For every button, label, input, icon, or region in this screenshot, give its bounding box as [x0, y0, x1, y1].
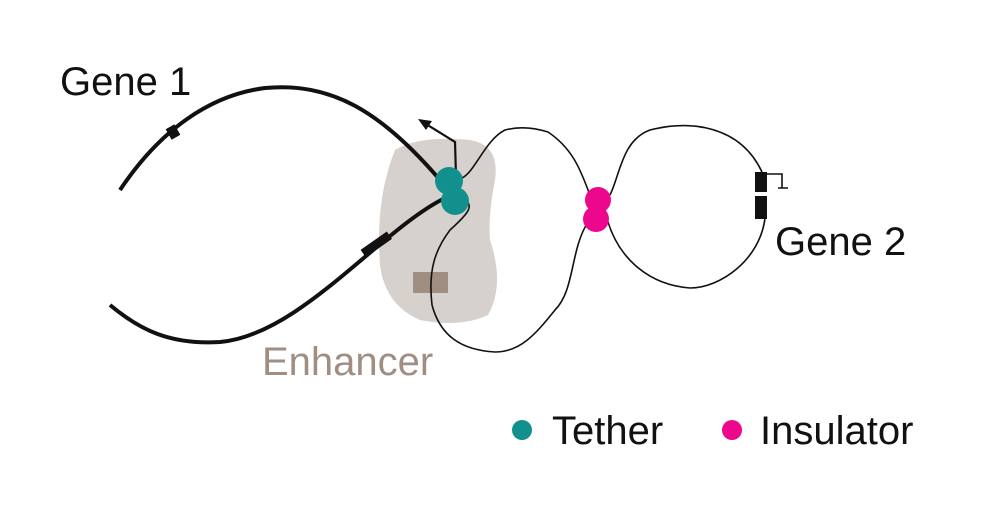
legend-tether-label: Tether: [552, 409, 664, 453]
thin-chromatin: [430, 124, 766, 353]
gene2-label: Gene 2: [775, 220, 907, 264]
gene1-chromatin-lower: [108, 196, 446, 345]
arrowhead-icon: [418, 119, 432, 130]
legend-tether-dot: [512, 420, 532, 440]
gene2-block: [755, 196, 767, 219]
insulator-protein: [585, 187, 611, 213]
insulator-protein: [583, 206, 609, 232]
gene1-marker: [165, 124, 181, 140]
legend-insulator-label: Insulator: [760, 409, 914, 453]
gene1-label: Gene 1: [60, 60, 192, 104]
gene1-chromatin-upper: [118, 85, 442, 192]
gene2-promoter-icon: [767, 173, 788, 189]
transcription-arrow-gene1: [425, 123, 458, 177]
gene2-block: [755, 172, 767, 192]
legend-insulator-dot: [722, 420, 742, 440]
enhancer-region: [379, 138, 498, 324]
tether-protein: [441, 187, 469, 215]
gene1-promoter-block: [360, 231, 392, 258]
enhancer-label: Enhancer: [262, 340, 434, 384]
